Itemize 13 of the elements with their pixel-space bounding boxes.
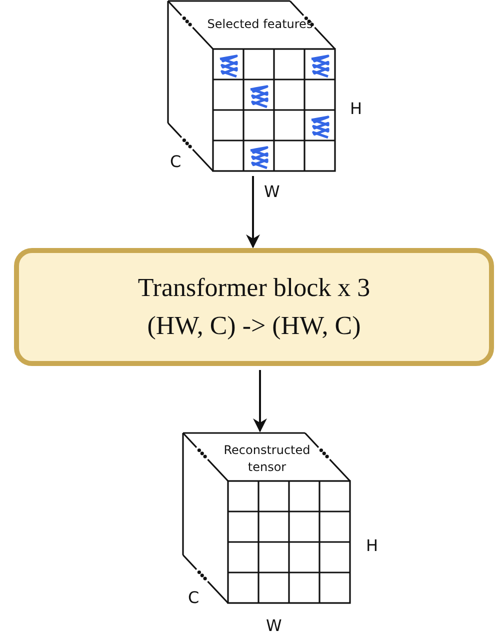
dimension-label: W bbox=[264, 182, 280, 201]
tensor-caption: Reconstructed tensor bbox=[222, 442, 312, 476]
dimension-label: H bbox=[350, 99, 362, 118]
block-title: Transformer block x 3 bbox=[138, 272, 370, 304]
dimension-label: W bbox=[266, 616, 282, 635]
dimension-label: H bbox=[366, 536, 378, 555]
dimension-label: C bbox=[188, 588, 200, 607]
process-box bbox=[14, 248, 494, 366]
block-subtitle: (HW, C) -> (HW, C) bbox=[147, 310, 361, 342]
arrow bbox=[246, 176, 260, 248]
arrow bbox=[253, 370, 267, 432]
tensor-caption: Selected features bbox=[206, 16, 314, 33]
dimension-label: C bbox=[170, 152, 182, 171]
